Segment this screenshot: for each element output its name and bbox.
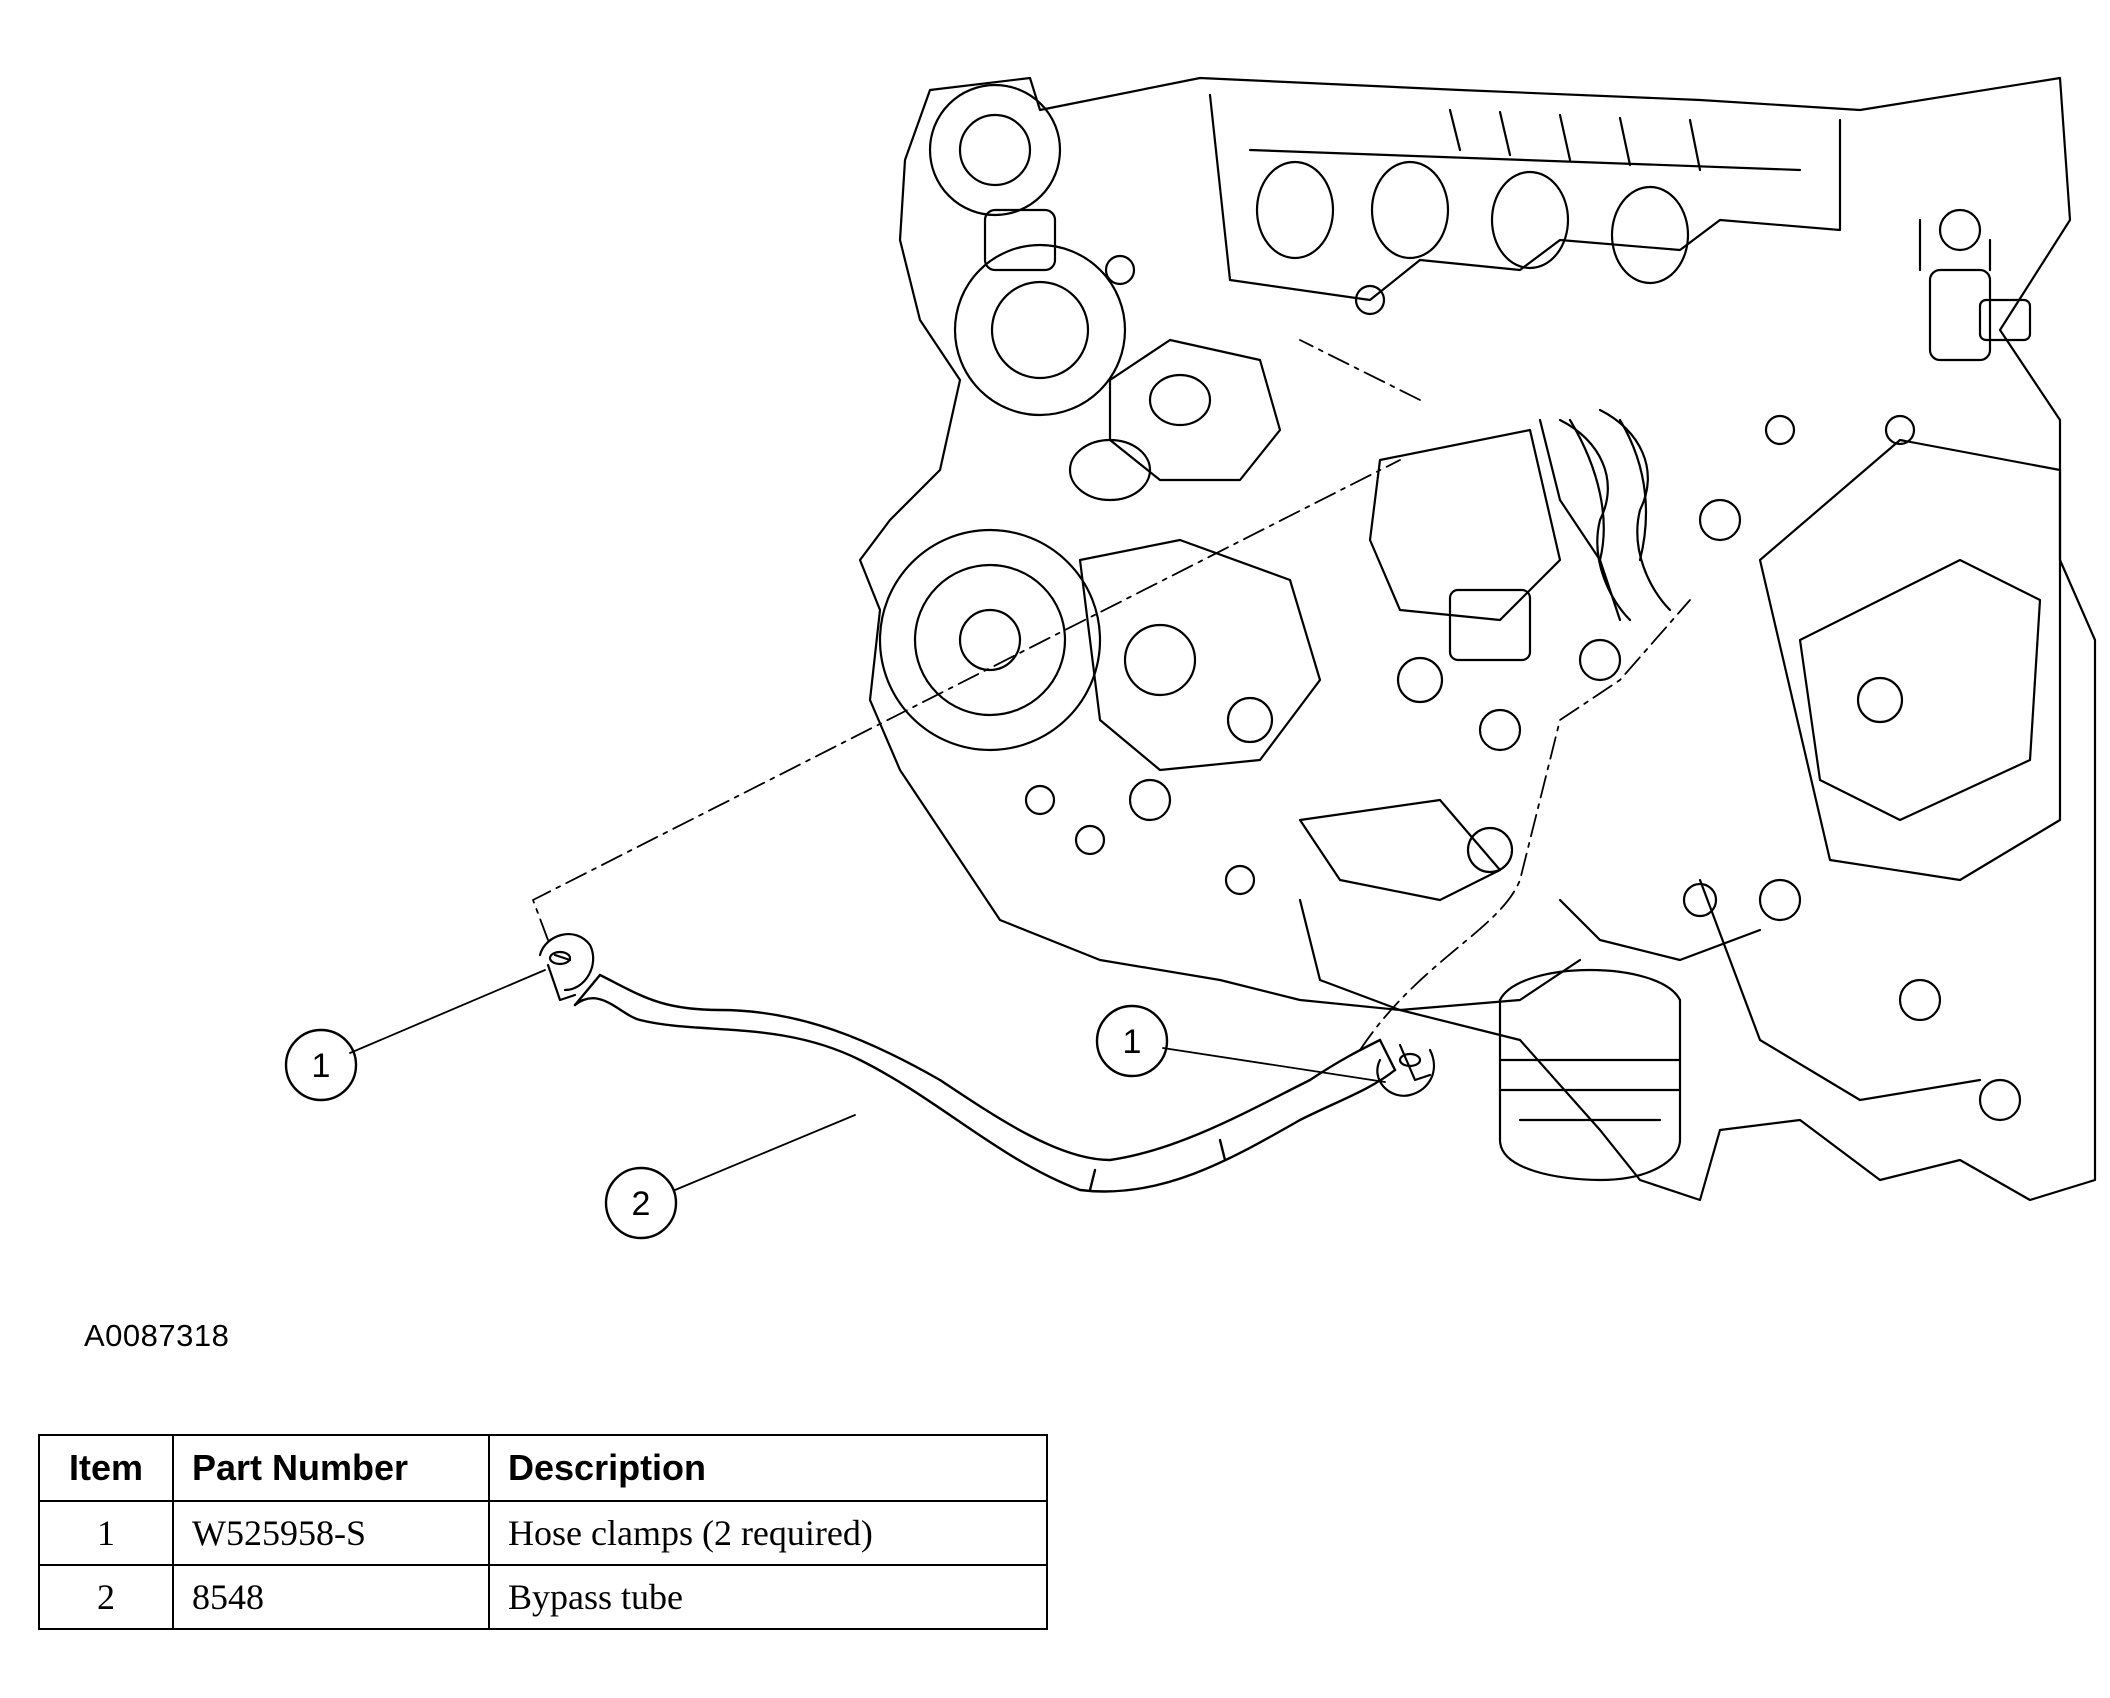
hose-clamp-right [1376,1043,1435,1097]
table-row: 2 8548 Bypass tube [38,1564,1048,1630]
callout-circle-tube [604,1166,678,1240]
callout-circle-clamp-left [284,1028,358,1102]
cell-item: 2 [38,1564,174,1630]
hose-clamp-left [538,933,595,1002]
cell-part-number: W525958-S [172,1500,490,1566]
engine-bypass-tube-diagram: 1 1 2 [284,76,2097,1240]
leader-lines [349,969,1386,1191]
table-row: 1 W525958-S Hose clamps (2 required) [38,1500,1048,1566]
figure-id: A0087318 [84,1318,230,1353]
header-part-number: Part Number [172,1434,490,1502]
callout-label-tube: 2 [632,1185,651,1223]
callout-label-clamp-left: 1 [312,1047,331,1085]
header-description: Description [488,1434,1048,1502]
cell-part-number: 8548 [172,1564,490,1630]
bypass-tube [573,973,1397,1193]
cell-description: Bypass tube [488,1564,1048,1630]
alignment-lines [532,339,1691,1051]
header-item: Item [38,1434,174,1502]
table-header-row: Item Part Number Description [38,1434,1048,1502]
callout-circle-clamp-right [1095,1004,1169,1078]
callout-label-clamp-right: 1 [1123,1023,1142,1061]
cell-item: 1 [38,1500,174,1566]
parts-table: Item Part Number Description 1 W525958-S… [38,1434,1048,1630]
engine-block [858,76,2097,1202]
cell-description: Hose clamps (2 required) [488,1500,1048,1566]
